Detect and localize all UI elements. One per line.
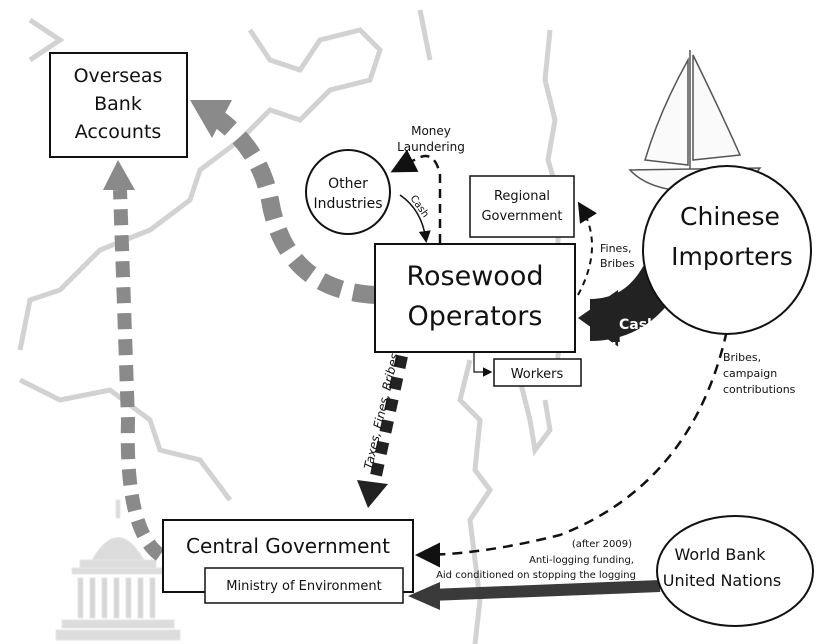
arrow-aid-to-ministry: (after 2009)Anti-logging funding,Aid con… xyxy=(408,539,661,610)
svg-text:(after 2009)Anti-logging fundi: (after 2009)Anti-logging funding,Aid con… xyxy=(436,539,636,581)
svg-text:Cash: Cash xyxy=(408,193,431,220)
arrow-central-to-overseas xyxy=(103,160,165,561)
capitol-building-icon xyxy=(55,499,181,641)
node-workers: Workers xyxy=(473,352,582,387)
node-central-government: Central Government Ministry of Environme… xyxy=(162,519,414,604)
arrow-rosewood-to-central: Taxes, Fines, Bribes xyxy=(357,352,408,508)
arrow-cash-other-to-rosewood: Cash xyxy=(399,193,431,243)
svg-text:Fines,Bribes: Fines,Bribes xyxy=(600,242,635,270)
svg-text:Workers: Workers xyxy=(511,367,564,382)
arrow-rosewood-to-overseas xyxy=(190,100,376,304)
svg-text:Central Government: Central Government xyxy=(186,534,390,558)
node-ministry-of-environment: Ministry of Environment xyxy=(226,579,381,594)
arrow-fines-to-regional: Fines,Bribes xyxy=(577,201,635,296)
